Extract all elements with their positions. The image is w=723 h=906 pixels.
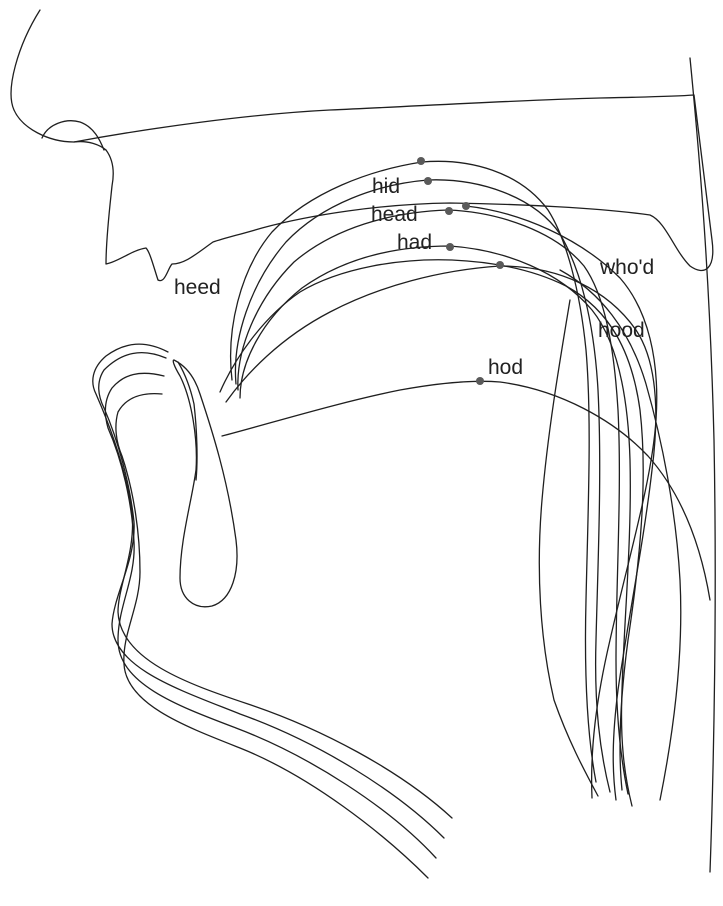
marker-dot-head [445, 207, 453, 215]
marker-dot-hod [476, 377, 484, 385]
tongue-contour-hod [222, 381, 710, 600]
jaw-profile [116, 394, 428, 878]
label-had: had [397, 231, 432, 254]
jaw-profile [105, 373, 436, 858]
label-hood: hood [598, 319, 645, 342]
nostril-outline [42, 121, 104, 150]
marker-dot [417, 157, 425, 165]
jaw-profile [99, 353, 444, 838]
tongue-contour-root [539, 300, 598, 796]
lower-lip-outline [173, 360, 237, 607]
marker-dot-had [446, 243, 454, 251]
tongue-contour-whod [220, 260, 643, 790]
label-whod: who'd [599, 256, 654, 279]
label-hid: hid [372, 175, 400, 198]
marker-dot-head [462, 202, 470, 210]
label-heed: heed [174, 276, 221, 299]
tongue-contour-heed [231, 161, 596, 782]
tongue-contour-head [238, 210, 628, 794]
jaw-profile [93, 344, 452, 818]
jaw-profiles [93, 344, 452, 878]
label-head: head [371, 203, 418, 226]
tongue-contour-root [466, 206, 657, 798]
marker-dot-hid [424, 177, 432, 185]
label-hod: hod [488, 356, 523, 379]
pharynx-wall-outline [690, 58, 715, 872]
marker-dot-whod [496, 261, 504, 269]
